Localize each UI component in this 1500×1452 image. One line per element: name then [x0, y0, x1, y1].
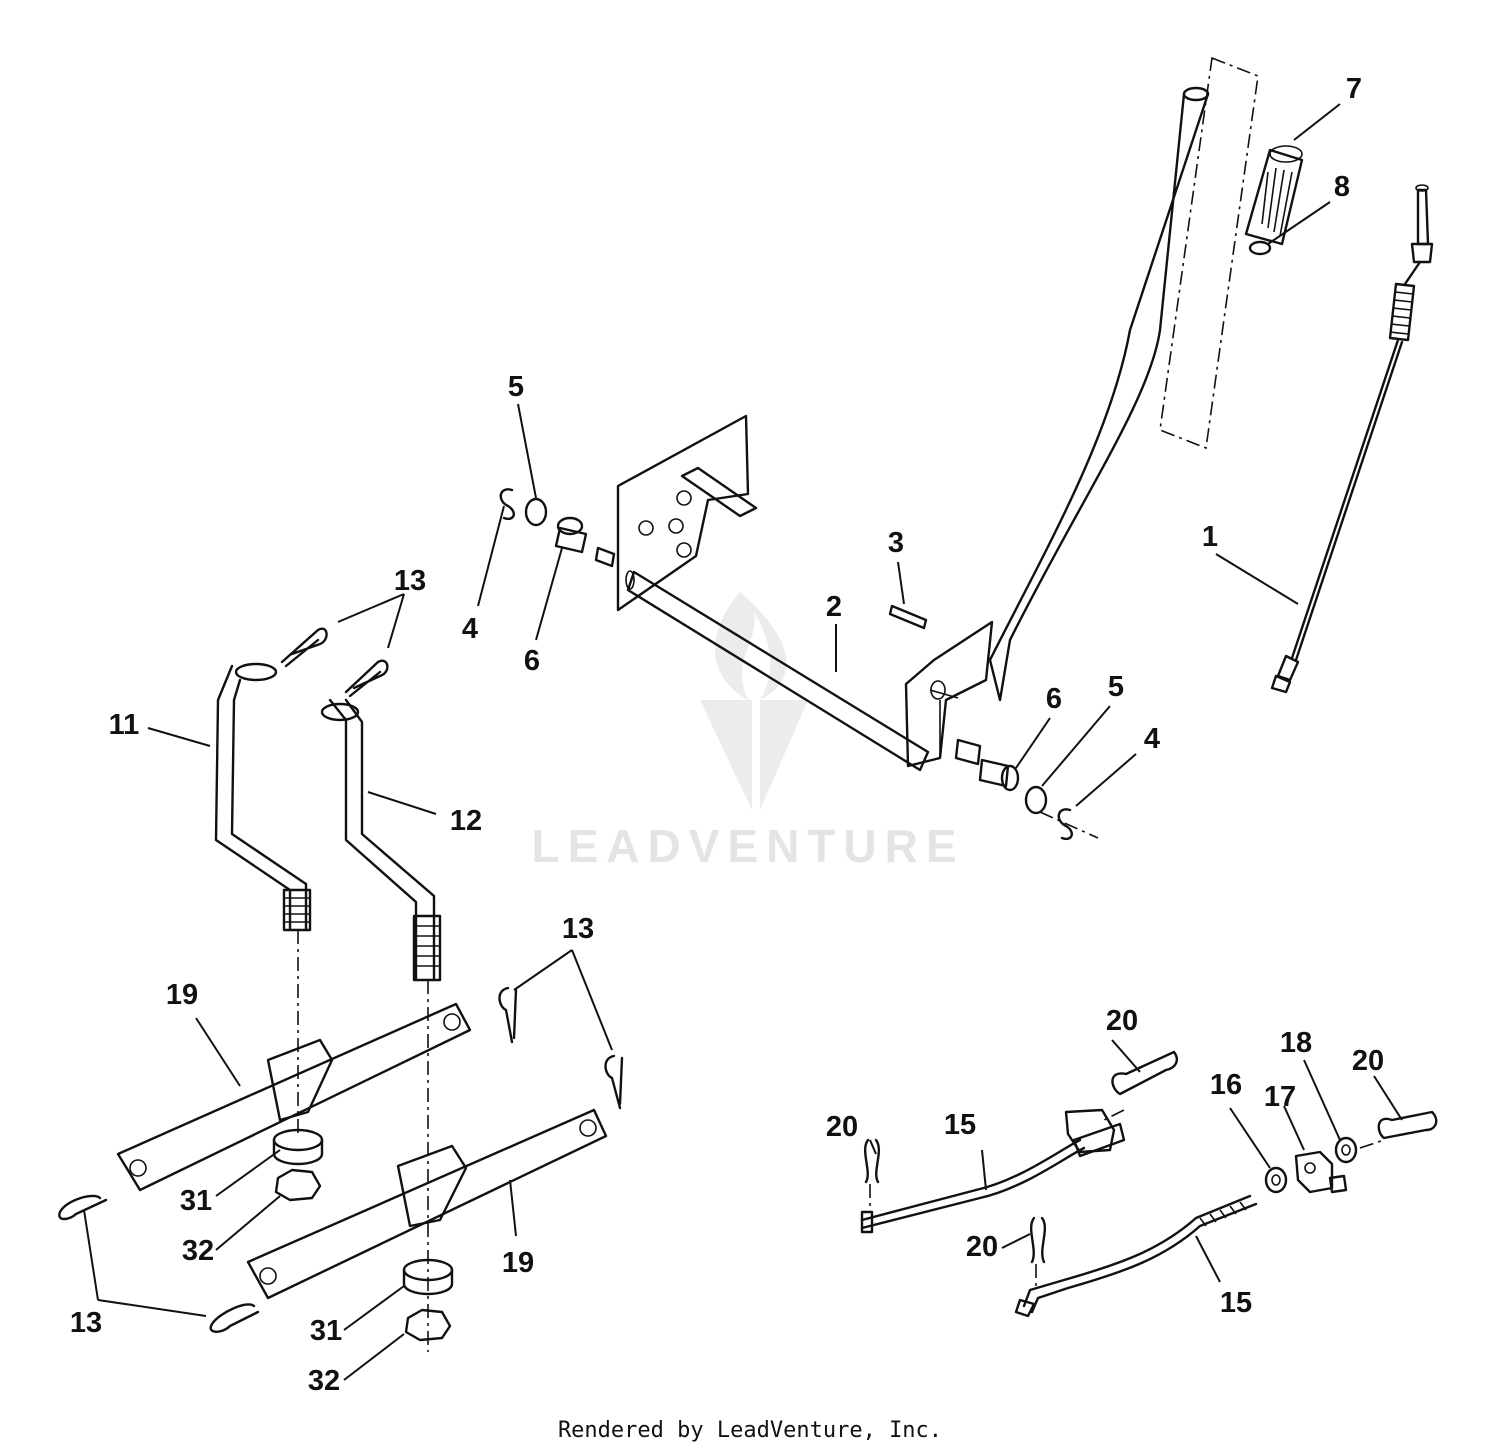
part-13-clip-1: [280, 627, 328, 668]
part-5-washer-right: [1024, 785, 1048, 815]
callout-7: 7: [1346, 73, 1362, 105]
part-20-clip-1: [1111, 1050, 1178, 1096]
callouts: 1 2 3 4 4 5 5 6 6 7 8 11 12 13 13 13 15 …: [70, 73, 1384, 1397]
part-11-lift-link: [214, 662, 312, 1136]
part-31-bushing-upper: [272, 1128, 324, 1166]
part-8-cap: [1248, 240, 1272, 256]
callout-17: 17: [1264, 1081, 1296, 1113]
callout-32-upper: 32: [182, 1235, 214, 1267]
callout-4-left: 4: [462, 613, 478, 645]
callout-19-lower: 19: [502, 1247, 534, 1279]
callout-20-left: 20: [826, 1111, 858, 1143]
callout-5-left: 5: [508, 371, 524, 403]
part-20-clip-3: [863, 1138, 881, 1184]
callout-32-lower: 32: [308, 1365, 340, 1397]
callout-6-left: 6: [524, 645, 540, 677]
watermark-text: LEADVENTURE: [531, 820, 964, 872]
callout-8: 8: [1334, 171, 1350, 203]
callout-31-lower: 31: [310, 1315, 342, 1347]
callout-13-bottom: 13: [70, 1307, 102, 1339]
callout-20-top-right: 20: [1352, 1045, 1384, 1077]
part-6-bushing-right: [978, 758, 1020, 792]
part-12-lift-link: [320, 698, 442, 1352]
callout-3: 3: [888, 527, 904, 559]
callout-4-right: 4: [1144, 723, 1160, 755]
part-3-roll-pin: [888, 604, 928, 630]
callout-16: 16: [1210, 1069, 1242, 1101]
callout-5-right: 5: [1108, 671, 1124, 703]
part-15-rod-upper: [860, 1108, 1126, 1234]
render-credit: Rendered by LeadVenture, Inc.: [557, 1418, 943, 1443]
part-18-nut: [1334, 1136, 1358, 1164]
callout-2: 2: [826, 591, 842, 623]
part-20-clip-2: [1377, 1110, 1438, 1140]
callout-15-lower: 15: [1220, 1287, 1252, 1319]
part-4-clip-right: [1057, 808, 1073, 841]
part-17-block: [1294, 1150, 1348, 1194]
part-1-cable: [1270, 184, 1434, 694]
leadventure-watermark: LEADVENTURE: [531, 592, 964, 872]
part-19-lift-arm-lower: [246, 1108, 608, 1300]
part-19-lift-arm-upper: [116, 1002, 472, 1192]
part-13-clip-4: [604, 1054, 624, 1110]
part-5-washer-left: [524, 497, 548, 527]
callout-1: 1: [1202, 521, 1218, 553]
part-2-handle-tube: [988, 86, 1210, 702]
part-13-clip-3: [498, 986, 518, 1044]
part-2-shaft: [594, 414, 994, 772]
callout-11: 11: [109, 709, 140, 741]
part-13-clip-6: [209, 1303, 260, 1333]
callout-20-top-left: 20: [1106, 1005, 1138, 1037]
part-32-nut-lower: [404, 1308, 452, 1342]
leader-lines: [83, 103, 1403, 1381]
part-13-clip-5: [58, 1194, 108, 1221]
part-7-grip: [1244, 145, 1304, 246]
part-13-clip-2: [344, 659, 389, 698]
part-15-rod-lower: [1014, 1194, 1258, 1318]
part-31-bushing-lower: [402, 1258, 454, 1296]
handle-phantom-outline: [1159, 56, 1259, 450]
callout-20-bottom: 20: [966, 1231, 998, 1263]
callout-18: 18: [1280, 1027, 1312, 1059]
callout-31-upper: 31: [180, 1185, 212, 1217]
part-32-nut-upper: [274, 1168, 322, 1202]
callout-6-right: 6: [1046, 683, 1062, 715]
part-6-bushing-left: [554, 516, 588, 554]
callout-19-upper: 19: [166, 979, 198, 1011]
part-16-nut: [1264, 1166, 1288, 1194]
callout-13-top: 13: [394, 565, 426, 597]
callout-13-middle: 13: [562, 913, 594, 945]
callout-12: 12: [450, 805, 482, 837]
part-20-clip-4: [1029, 1216, 1047, 1264]
callout-15-upper: 15: [944, 1109, 976, 1141]
part-4-clip-left: [499, 488, 515, 521]
